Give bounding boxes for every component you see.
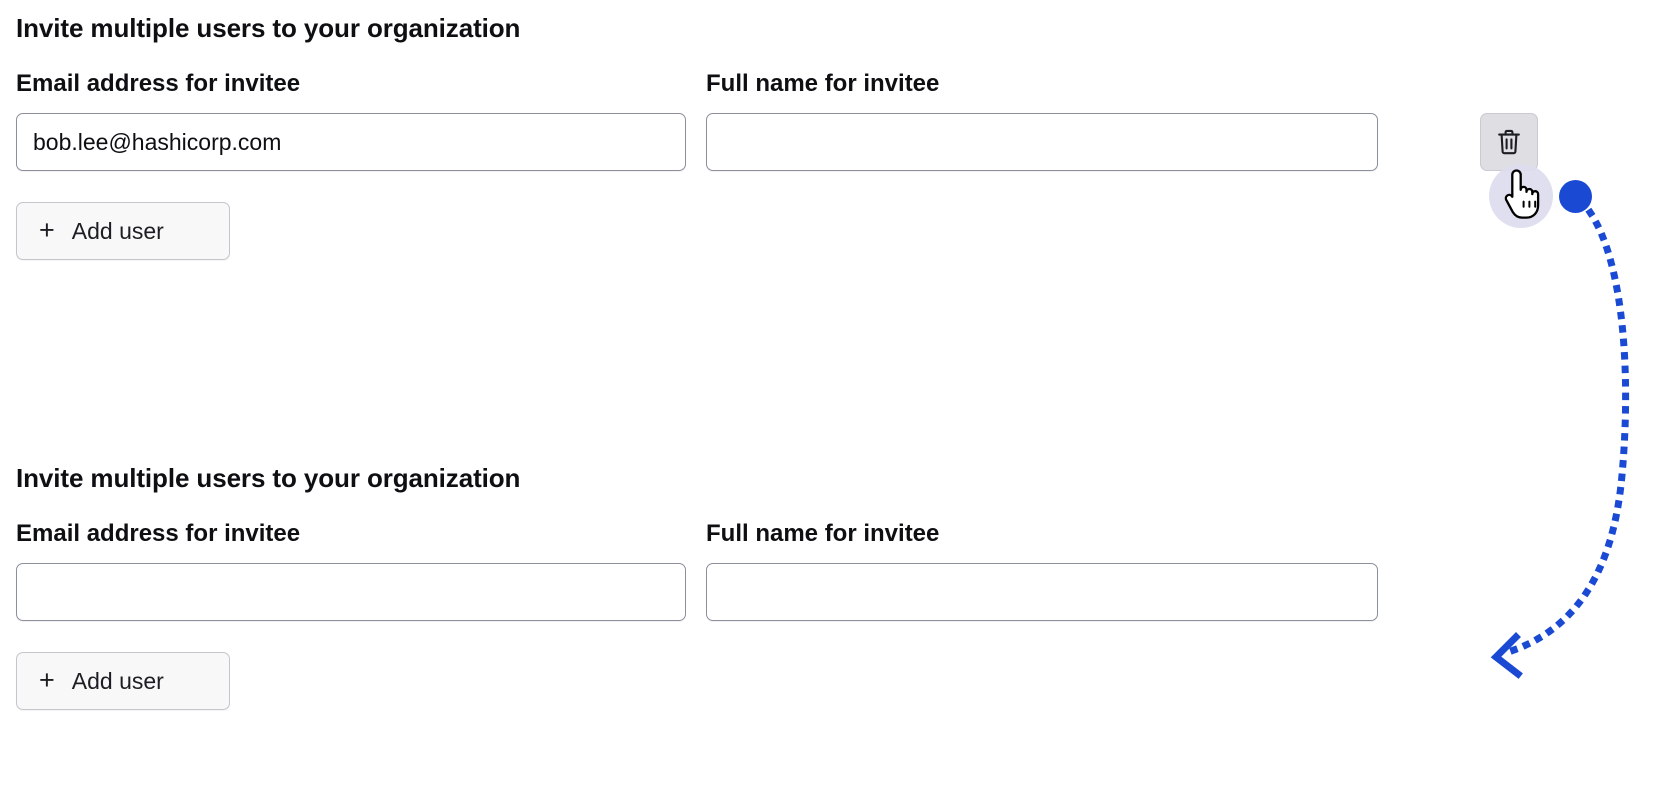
page-title: Invite multiple users to your organizati… xyxy=(16,13,521,43)
plus-icon: + xyxy=(39,664,55,695)
email-input[interactable] xyxy=(16,563,686,621)
email-input[interactable] xyxy=(16,113,686,171)
invitee-row: Email address for invitee Full name for … xyxy=(16,70,1556,171)
page-title-secondary: Invite multiple users to your organizati… xyxy=(16,463,521,493)
add-user-button-label: Add user xyxy=(71,217,164,244)
fullname-field-label: Full name for invitee xyxy=(706,520,940,547)
fullname-input[interactable] xyxy=(706,563,1378,621)
fullname-field-label: Full name for invitee xyxy=(706,70,940,97)
add-user-button[interactable]: + Add user xyxy=(16,202,230,260)
fullname-input[interactable] xyxy=(706,113,1378,171)
fullname-field-group: Full name for invitee xyxy=(706,70,1378,171)
invitee-row: Email address for invitee Full name for … xyxy=(16,520,1556,621)
invite-form-block-after: Invite multiple users to your organizati… xyxy=(16,462,1556,710)
delete-invitee-button[interactable] xyxy=(1480,113,1538,171)
fullname-field-group: Full name for invitee xyxy=(706,520,1378,621)
invite-form-block-before: Invite multiple users to your organizati… xyxy=(16,12,1556,260)
add-user-button[interactable]: + Add user xyxy=(16,652,230,710)
blue-click-dot xyxy=(1559,180,1592,213)
plus-icon: + xyxy=(39,214,55,245)
email-field-label: Email address for invitee xyxy=(16,70,301,97)
email-field-group: Email address for invitee xyxy=(16,520,686,621)
email-field-label: Email address for invitee xyxy=(16,520,301,547)
email-field-group: Email address for invitee xyxy=(16,70,686,171)
add-user-button-label: Add user xyxy=(71,667,164,694)
trash-icon xyxy=(1496,128,1522,156)
